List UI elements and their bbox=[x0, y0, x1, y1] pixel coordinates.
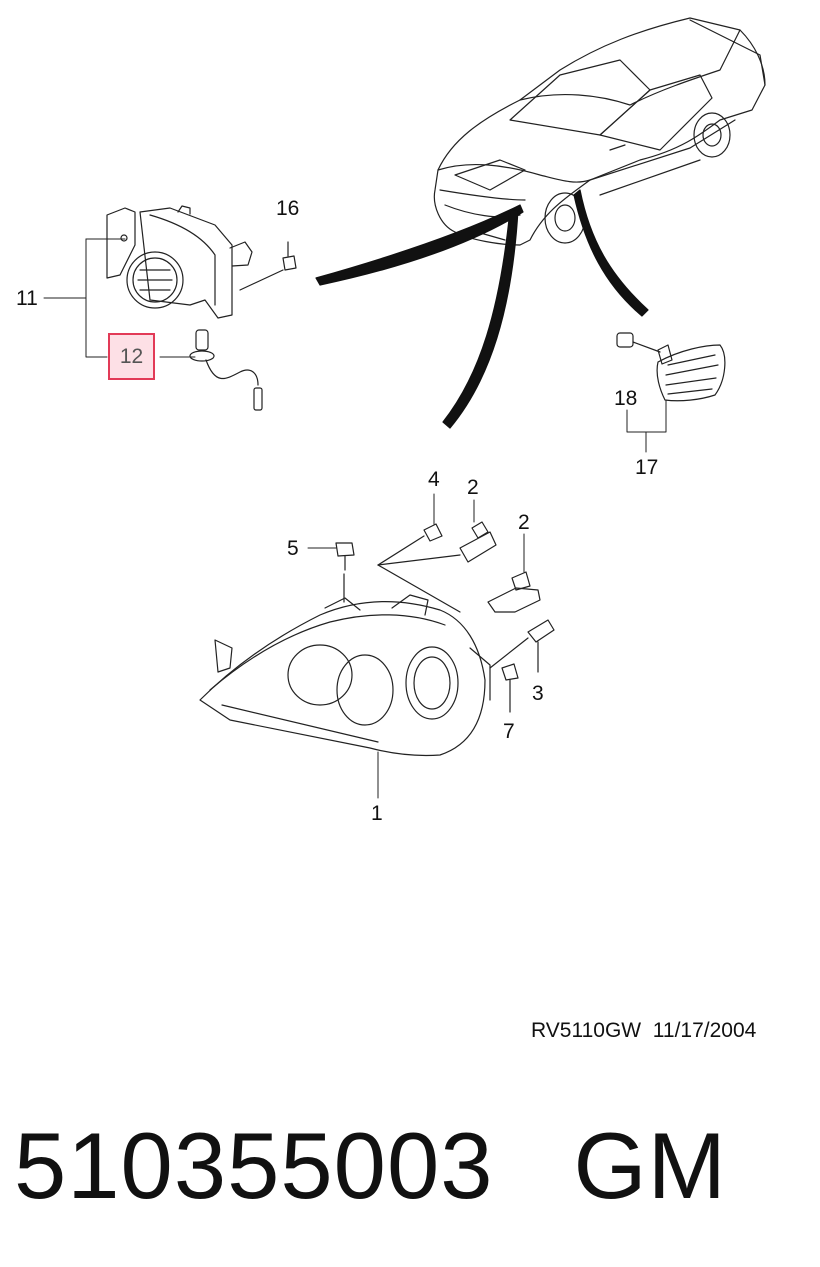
callout-7: 7 bbox=[503, 720, 515, 743]
bulb-4 bbox=[377, 523, 443, 566]
callout-1: 1 bbox=[371, 802, 383, 825]
callout-2-upper: 2 bbox=[467, 476, 479, 499]
callout-16: 16 bbox=[276, 197, 300, 220]
callout-2-lower: 2 bbox=[518, 511, 530, 534]
side-marker-lamp bbox=[616, 332, 726, 402]
fog-bulb-12 bbox=[189, 329, 263, 411]
document-code: RV5110GW 11/17/2004 bbox=[531, 1019, 757, 1042]
part-number: 510355003 bbox=[14, 1113, 494, 1218]
bulb-3 bbox=[489, 619, 555, 673]
callout-4: 4 bbox=[428, 468, 440, 491]
callout-18: 18 bbox=[614, 387, 638, 410]
clip-7 bbox=[501, 663, 519, 713]
bulb-2-upper bbox=[377, 521, 497, 613]
bulb-2-lower bbox=[487, 571, 541, 613]
leader-lines bbox=[43, 238, 667, 799]
callout-11: 11 bbox=[16, 287, 38, 310]
callout-17: 17 bbox=[635, 456, 659, 479]
brand-name: GM bbox=[573, 1113, 727, 1218]
callout-3: 3 bbox=[532, 682, 544, 705]
screw-16 bbox=[239, 241, 297, 291]
fog-lamp-assembly bbox=[106, 205, 253, 319]
headlamp-assembly bbox=[199, 594, 491, 757]
car-illustration bbox=[433, 17, 766, 246]
pointer-bands bbox=[315, 189, 649, 429]
screw-5 bbox=[335, 542, 355, 603]
callout-5: 5 bbox=[287, 537, 299, 560]
part-number-line: 510355003 GM bbox=[14, 1112, 727, 1220]
callout-12-highlighted[interactable]: 12 bbox=[108, 333, 155, 380]
